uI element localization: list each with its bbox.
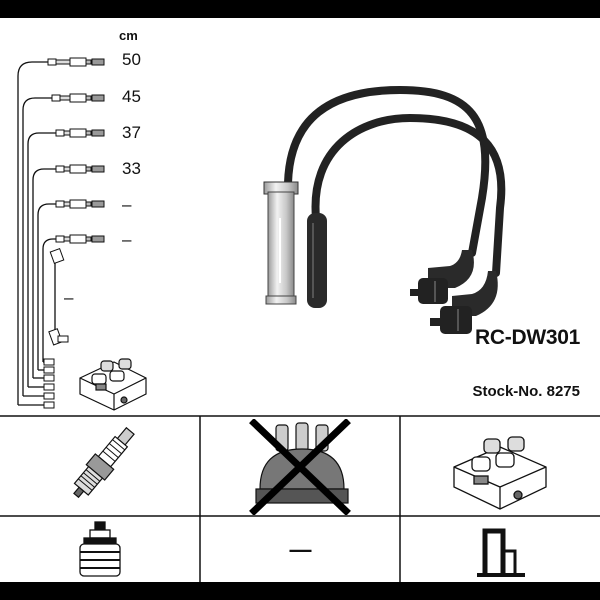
length-value-1: 50: [122, 50, 141, 69]
cell-plug-connector: [0, 517, 200, 582]
cell-spark-plug: [0, 417, 200, 516]
length-value-5: –: [122, 195, 132, 214]
cell-distributor-cap: [201, 417, 400, 516]
cable-length-diagram: [17, 57, 105, 409]
ignition-leads-illustration: [263, 85, 506, 334]
lead-line-5: [37, 203, 56, 370]
coil-connector-icon: [476, 528, 525, 577]
lead-line-2: [22, 97, 52, 396]
product-model: RC-DW301: [475, 326, 580, 349]
lead-line-4: [32, 168, 56, 378]
straight-rubber-boot: [307, 213, 327, 308]
stock-number: Stock-No. 8275: [472, 383, 580, 400]
length-unit-label: cm: [119, 28, 138, 43]
metal-boot: [263, 181, 299, 305]
connector-row-4: [55, 164, 105, 174]
lead-line-3: [27, 132, 56, 387]
loose-lead: [48, 248, 69, 346]
angled-boot-upper: [410, 250, 474, 304]
connector-row-1: [47, 57, 105, 67]
angled-boot-lower: [430, 271, 498, 334]
cell-coil-pack: [401, 417, 600, 516]
spark-plug-icon: [73, 426, 135, 498]
length-value-4: 33: [122, 159, 141, 178]
lead-line-1: [17, 61, 48, 405]
coil-terminals: [43, 358, 55, 409]
coil-pack-icon: [452, 435, 547, 510]
extra-lead-label: –: [64, 288, 74, 307]
connector-row-2: [51, 93, 105, 103]
parts-table-grid: [0, 415, 600, 582]
lead-cable-long: [284, 85, 490, 257]
not-applicable-dash: —: [289, 536, 312, 562]
connector-row-6: [55, 234, 105, 244]
length-value-6: –: [122, 230, 132, 249]
distributor-cap-icon: [248, 418, 351, 515]
not-applicable-cross-icon: [248, 418, 351, 515]
lead-line-6: [42, 238, 56, 362]
cell-coil-connector: [401, 517, 600, 582]
length-value-2: 45: [122, 87, 141, 106]
cell-middle-bottom: —: [201, 517, 400, 582]
lead-cable-short: [311, 113, 506, 277]
small-coil-pack-icon: [79, 358, 147, 411]
catalog-sheet: cm 50 45 37 33 – – –: [0, 18, 600, 582]
connector-row-5: [55, 199, 105, 209]
length-value-3: 37: [122, 123, 141, 142]
connector-row-3: [55, 128, 105, 138]
plug-connector-icon: [79, 520, 121, 577]
